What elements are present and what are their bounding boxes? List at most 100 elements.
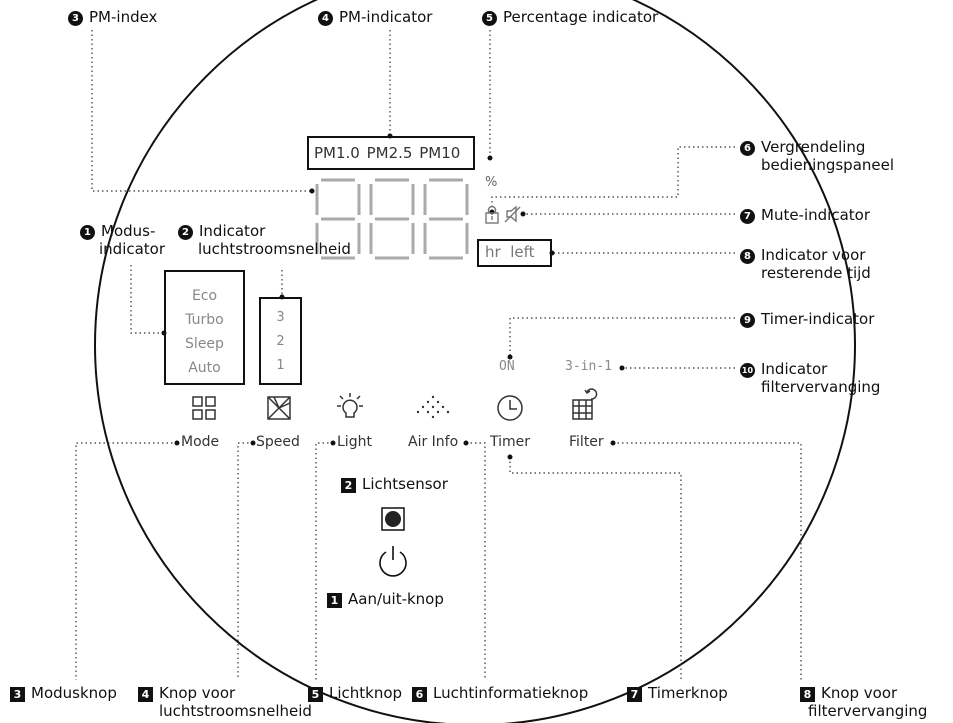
callout-text: Aan/uit-knop bbox=[348, 590, 444, 608]
callout-timer-indicator: 9 Timer-indicator bbox=[740, 310, 874, 328]
percent-symbol: % bbox=[485, 175, 498, 190]
filter-button[interactable]: Filter bbox=[569, 434, 604, 450]
callout-num: 2 bbox=[341, 478, 356, 493]
label-text: Luchtinformatieknop bbox=[433, 684, 589, 702]
pm-labels: PM1.0 PM2.5 PM10 bbox=[314, 144, 460, 162]
callout-pm-indicator: 4 PM-indicator bbox=[318, 8, 432, 26]
callout-text-2: indicator bbox=[99, 240, 166, 258]
pm-digits bbox=[315, 178, 469, 260]
label-text: Knop voor bbox=[821, 684, 898, 702]
callout-text-2: bedieningspaneel bbox=[761, 156, 895, 174]
label-num: 7 bbox=[627, 687, 642, 702]
label-num: 5 bbox=[308, 687, 323, 702]
label-mode-button: 3 Modusknop bbox=[10, 684, 117, 702]
callout-text: Mute-indicator bbox=[761, 206, 870, 224]
time-left-box bbox=[477, 239, 552, 267]
pm1-label: PM1.0 bbox=[314, 144, 360, 162]
speed-button[interactable]: Speed bbox=[256, 434, 300, 450]
callout-text: Timer-indicator bbox=[761, 310, 875, 328]
callout-num: 1 bbox=[327, 593, 342, 608]
pm10-label: PM10 bbox=[419, 144, 461, 162]
mode-button[interactable]: Mode bbox=[181, 434, 220, 450]
power-icon bbox=[379, 546, 407, 577]
power-button[interactable] bbox=[376, 543, 410, 577]
callout-text: Modus- bbox=[101, 222, 156, 240]
label-text: Modusknop bbox=[31, 684, 117, 702]
mode-icon bbox=[192, 396, 216, 420]
filter-icon bbox=[572, 388, 598, 420]
mode-sleep: Sleep bbox=[185, 336, 224, 352]
time-left-text: hr left bbox=[485, 243, 535, 261]
mode-list: Eco Turbo Sleep Auto bbox=[164, 284, 245, 380]
timer-on-indicator: ON bbox=[499, 359, 515, 374]
air-info-button[interactable]: Air Info bbox=[408, 434, 459, 450]
label-text-2: luchtstroomsnelheid bbox=[159, 702, 312, 720]
callout-text: Lichtsensor bbox=[362, 475, 448, 493]
pm25-label: PM2.5 bbox=[366, 144, 413, 162]
callout-power: 1 Aan/uit-knop bbox=[327, 590, 444, 608]
callout-num: 10 bbox=[740, 363, 755, 378]
callout-num: 8 bbox=[740, 249, 755, 264]
callout-text-2: luchtstroomsnelheid bbox=[198, 240, 351, 258]
callout-num: 4 bbox=[318, 11, 333, 26]
callout-num: 6 bbox=[740, 141, 755, 156]
mode-eco: Eco bbox=[191, 288, 218, 304]
pm-label-box bbox=[307, 136, 475, 170]
label-num: 6 bbox=[412, 687, 427, 702]
callout-num: 5 bbox=[482, 11, 497, 26]
speed-list: 3 2 1 bbox=[259, 306, 302, 378]
panel-circle bbox=[94, 0, 856, 723]
callout-airflow-indicator: 2 Indicator luchtstroomsnelheid bbox=[178, 222, 351, 258]
clock-icon bbox=[497, 395, 523, 421]
callout-light-sensor: 2 Lichtsensor bbox=[341, 475, 448, 493]
label-text: Lichtknop bbox=[329, 684, 403, 702]
label-num: 3 bbox=[10, 687, 25, 702]
label-air-info-button: 6 Luchtinformatieknop bbox=[412, 684, 588, 702]
air-info-icon bbox=[416, 395, 450, 419]
speed-3: 3 bbox=[276, 310, 285, 325]
mode-auto: Auto bbox=[188, 360, 221, 376]
callout-mode-indicator: 1 Modus- indicator bbox=[80, 222, 165, 258]
label-speed-button: 4 Knop voor luchtstroomsnelheid bbox=[138, 684, 312, 720]
callout-num: 2 bbox=[178, 225, 193, 240]
callout-text: Vergrendeling bbox=[761, 138, 866, 156]
mode-turbo: Turbo bbox=[185, 312, 224, 328]
filter-status-indicator: 3-in-1 bbox=[565, 359, 612, 374]
label-num: 8 bbox=[800, 687, 815, 702]
light-sensor-icon bbox=[381, 507, 405, 531]
label-text: Timerknop bbox=[648, 684, 728, 702]
light-bulb-icon bbox=[337, 393, 363, 418]
mode-indicator-box bbox=[164, 270, 245, 385]
fan-icon bbox=[267, 396, 291, 420]
callout-text: Indicator bbox=[761, 360, 828, 378]
callout-percentage: 5 Percentage indicator bbox=[482, 8, 658, 26]
mute-icon bbox=[504, 205, 521, 223]
airflow-indicator-box bbox=[259, 297, 302, 385]
callout-num: 3 bbox=[68, 11, 83, 26]
light-button[interactable]: Light bbox=[337, 434, 372, 450]
callout-text: PM-indicator bbox=[339, 8, 433, 26]
speed-1: 1 bbox=[276, 358, 285, 373]
speed-2: 2 bbox=[276, 334, 285, 349]
label-text: Knop voor bbox=[159, 684, 236, 702]
callout-text: Indicator voor bbox=[761, 246, 866, 264]
label-light-button: 5 Lichtknop bbox=[308, 684, 402, 702]
label-text-2: filtervervanging bbox=[808, 702, 928, 720]
callout-time-left: 8 Indicator voor resterende tijd bbox=[740, 246, 871, 282]
label-filter-button: 8 Knop voor filtervervanging bbox=[800, 684, 927, 720]
callout-text-2: resterende tijd bbox=[761, 264, 871, 282]
callout-num: 1 bbox=[80, 225, 95, 240]
callout-text: Indicator bbox=[199, 222, 266, 240]
callout-text: PM-index bbox=[89, 8, 158, 26]
callout-text-2: filtervervanging bbox=[761, 378, 881, 396]
callout-num: 7 bbox=[740, 209, 755, 224]
timer-button[interactable]: Timer bbox=[490, 434, 531, 450]
callout-mute: 7 Mute-indicator bbox=[740, 206, 870, 224]
callout-text: Percentage indicator bbox=[503, 8, 659, 26]
label-timer-button: 7 Timerknop bbox=[627, 684, 728, 702]
lock-icon bbox=[485, 205, 499, 224]
label-num: 4 bbox=[138, 687, 153, 702]
callout-pm-index: 3 PM-index bbox=[68, 8, 157, 26]
callout-num: 9 bbox=[740, 313, 755, 328]
callout-lock: 6 Vergrendeling bedieningspaneel bbox=[740, 138, 894, 174]
